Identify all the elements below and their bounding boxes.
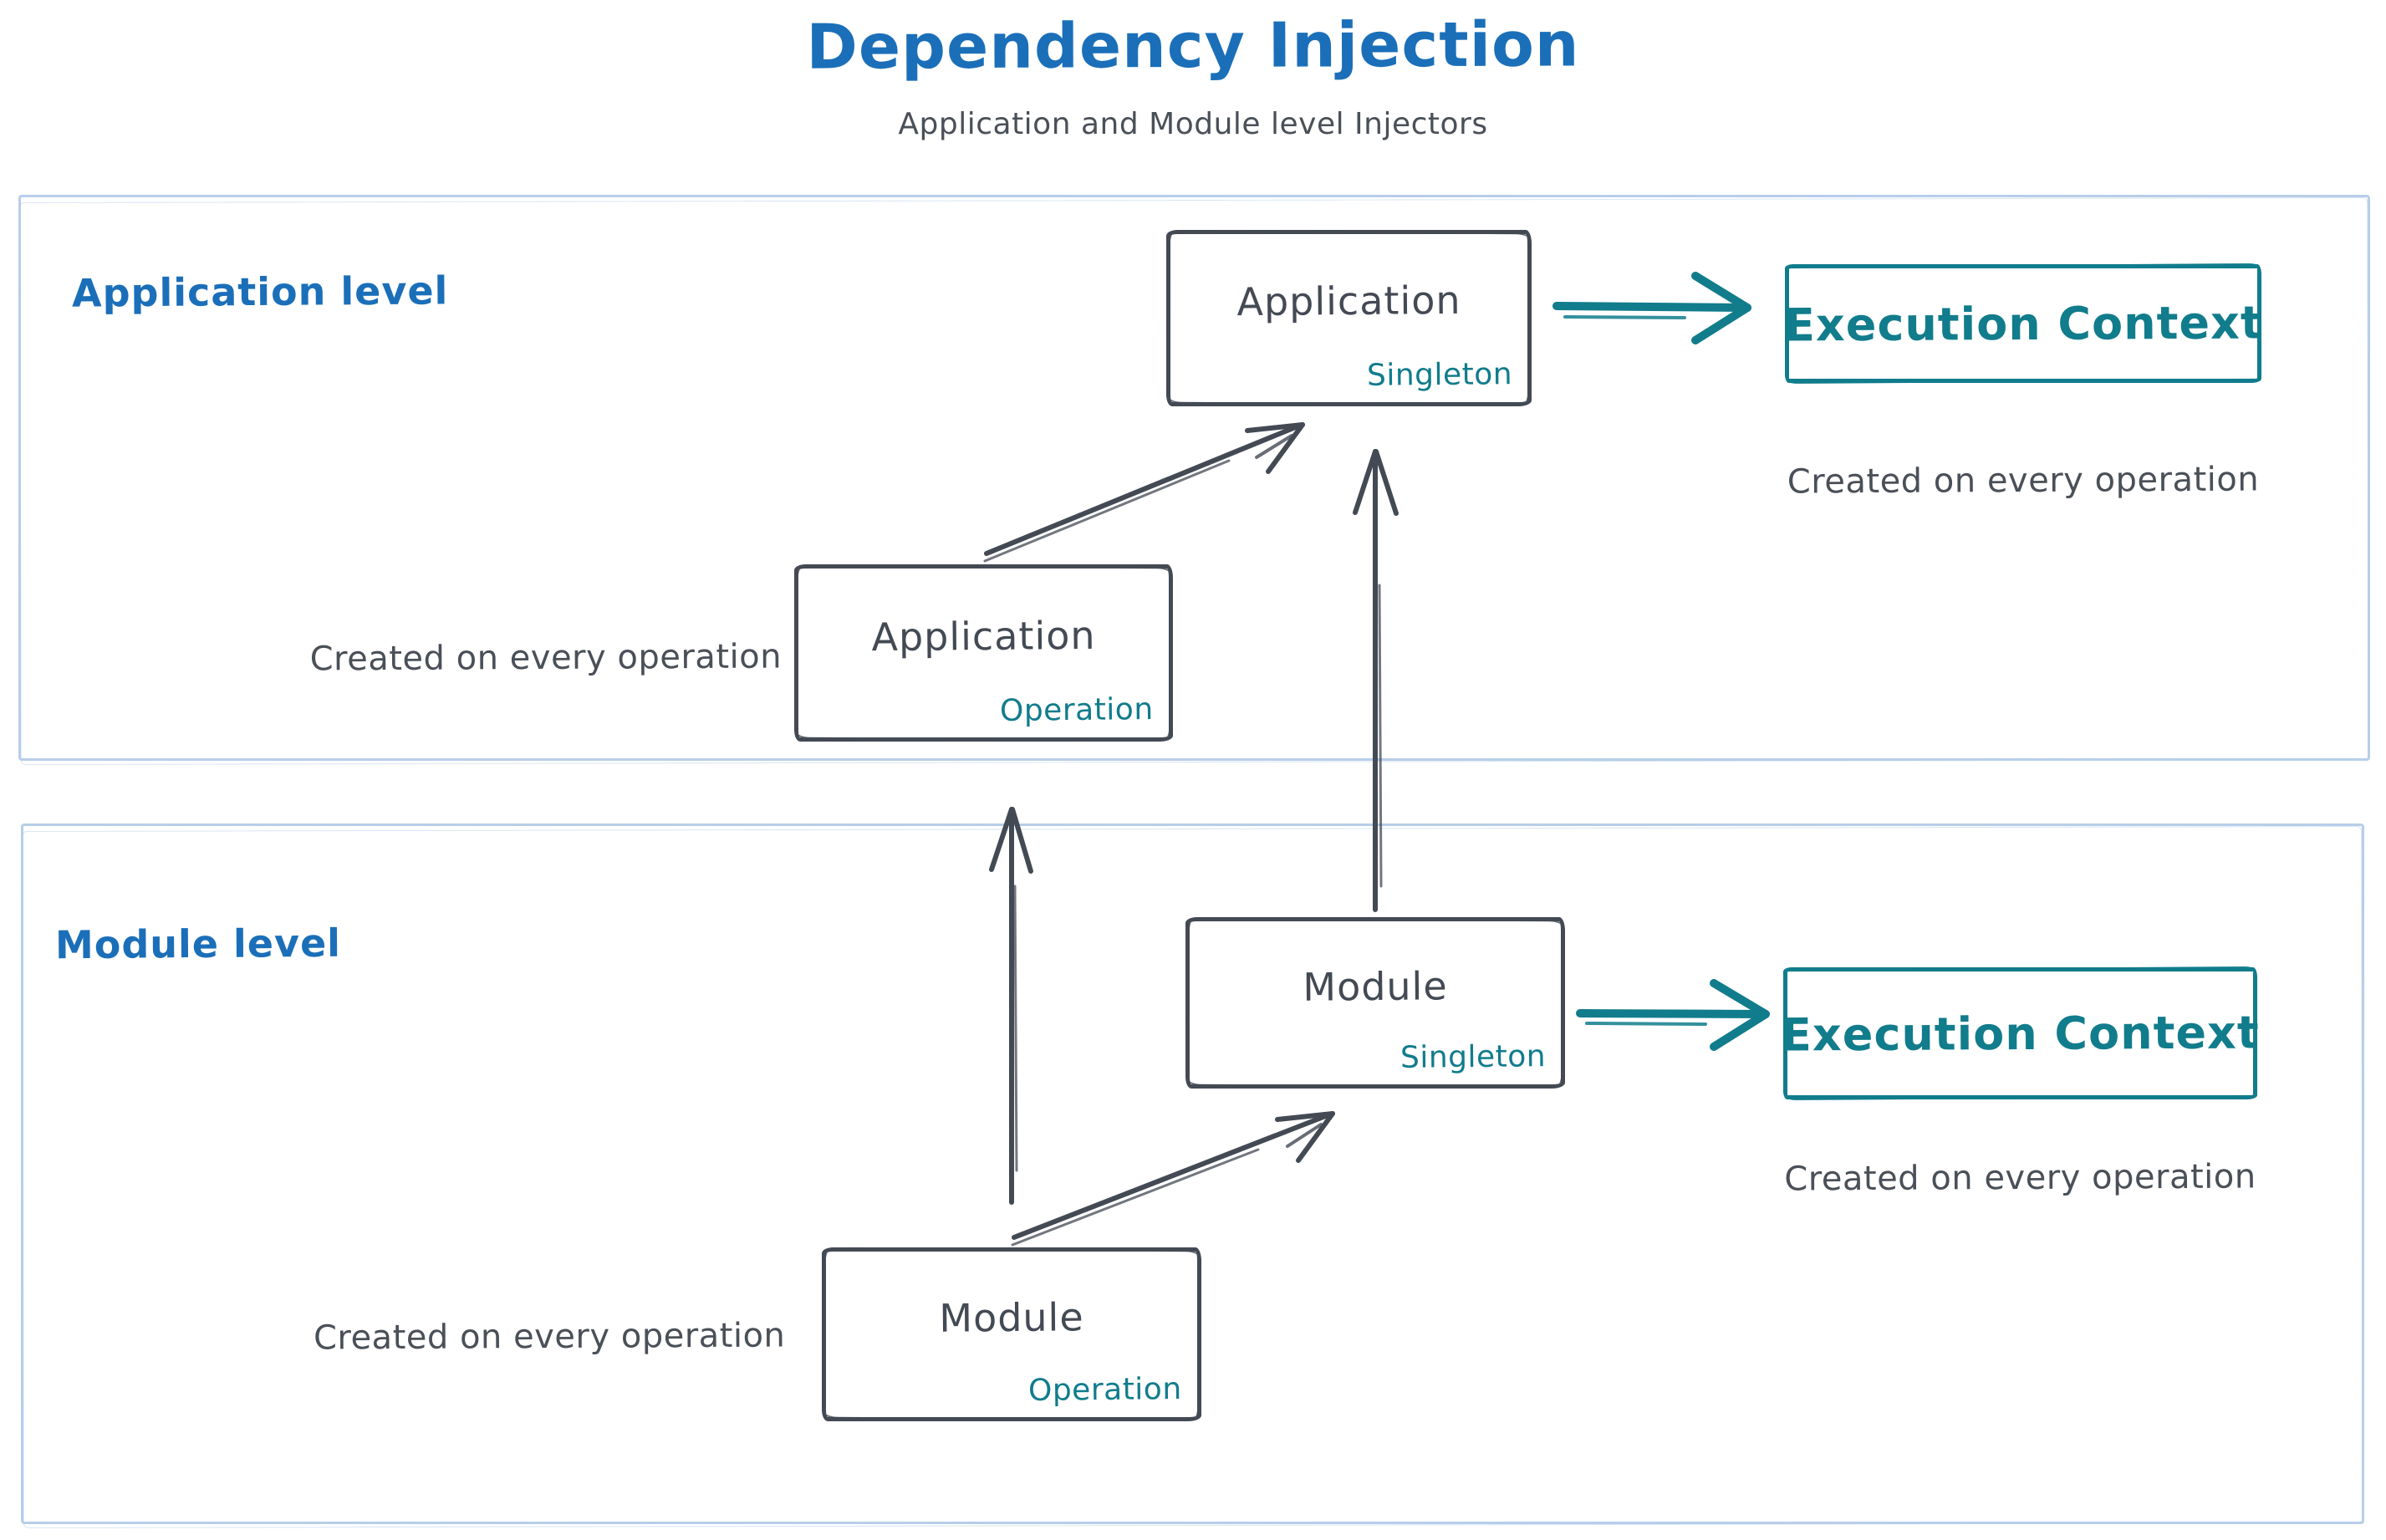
module-operation-box: Module Operation	[822, 1247, 1201, 1421]
module-execution-context-box: Execution Context	[1780, 967, 2261, 1099]
page-title: Dependency Injection	[806, 8, 1580, 84]
application-execution-context-box: Execution Context	[1783, 264, 2263, 383]
application-operation-scope-label: Operation	[1000, 692, 1155, 728]
module-operation-title: Module	[939, 1294, 1084, 1341]
module-execution-context-note: Created on every operation	[1784, 1157, 2256, 1199]
module-operation-scope-label: Operation	[1028, 1372, 1183, 1408]
application-execution-context-note: Created on every operation	[1787, 460, 2260, 502]
module-singleton-title: Module	[1303, 963, 1448, 1010]
page-subtitle: Application and Module level Injectors	[898, 107, 1488, 141]
module-operation-note: Created on every operation	[313, 1316, 786, 1358]
module-execution-context-title: Execution Context	[1780, 1006, 2261, 1061]
application-operation-note: Created on every operation	[309, 637, 783, 679]
application-singleton-title: Application	[1236, 278, 1461, 325]
module-level-container	[21, 824, 2364, 1524]
application-level-container	[18, 195, 2370, 761]
application-operation-title: Application	[871, 612, 1096, 660]
application-singleton-scope-label: Singleton	[1366, 357, 1513, 393]
application-singleton-box: Application Singleton	[1166, 230, 1532, 406]
application-level-label: Application level	[71, 268, 449, 316]
application-operation-box: Application Operation	[794, 564, 1173, 742]
module-singleton-scope-label: Singleton	[1399, 1039, 1547, 1075]
module-singleton-box: Module Singleton	[1185, 917, 1565, 1089]
application-execution-context-title: Execution Context	[1783, 296, 2263, 351]
module-level-label: Module level	[54, 920, 342, 968]
